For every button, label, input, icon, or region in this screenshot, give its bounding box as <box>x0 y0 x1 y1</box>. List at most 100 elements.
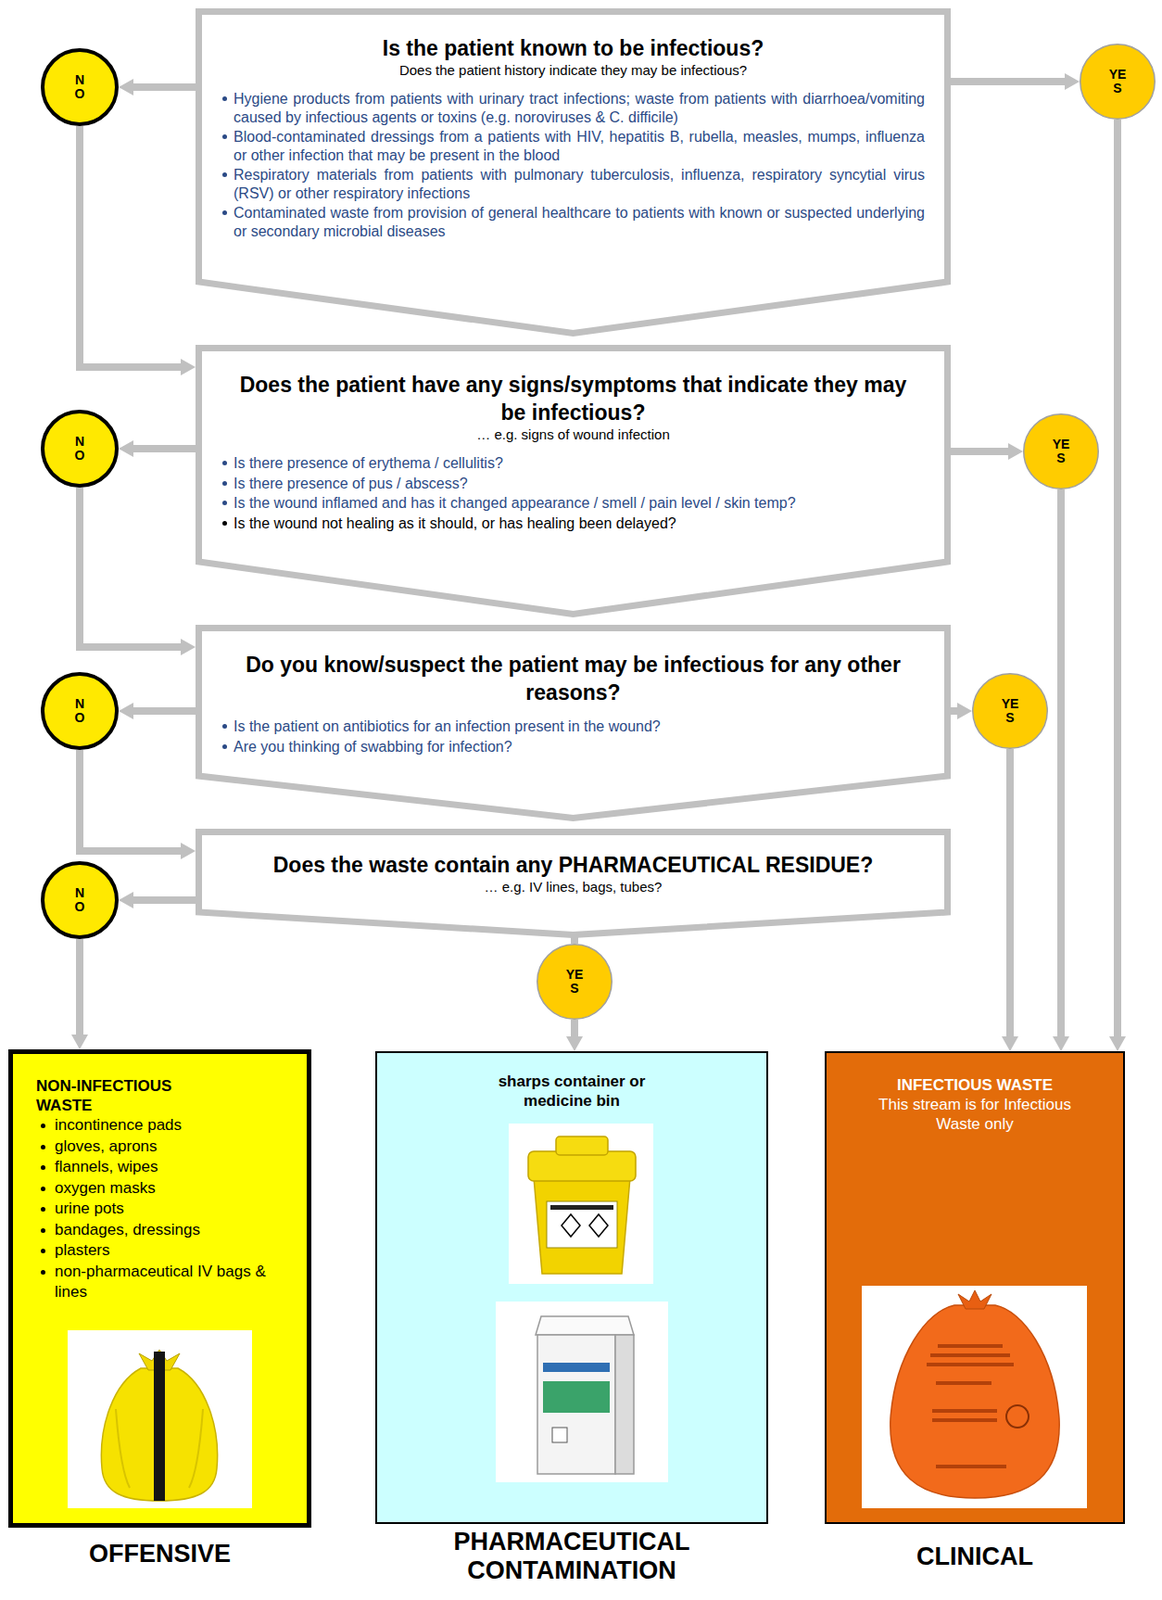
item-list-entry: bandages, dressings <box>36 1219 289 1241</box>
bag-print <box>926 1362 1014 1366</box>
question-hint: … e.g. signs of wound infection <box>208 426 938 443</box>
stream-heading: INFECTIOUS WASTE <box>839 1074 1111 1095</box>
chevron-shape <box>199 628 948 819</box>
question-box: Does the waste contain any PHARMACEUTICA… <box>195 828 951 938</box>
stream-name: CLINICAL <box>826 1541 1124 1571</box>
bag-knot <box>958 1289 992 1309</box>
answer-label: NO <box>74 696 86 725</box>
flow-arrow <box>950 77 1065 86</box>
answer-circle <box>42 862 117 937</box>
flow-arrow <box>75 938 84 1035</box>
stream-heading: NON-INFECTIOUS WASTE <box>36 1075 194 1115</box>
item-list-entry: urine pots <box>36 1198 289 1220</box>
flow-arrow <box>133 83 196 91</box>
bag-knot <box>138 1349 180 1370</box>
bin-lid <box>528 1150 636 1181</box>
check-item: Is the patient on antibiotics for an inf… <box>221 717 925 736</box>
flow-arrow <box>1057 489 1065 1036</box>
no-circle: NO <box>40 860 119 939</box>
item-list-entry: flannels, wipes <box>36 1156 289 1178</box>
bag-body <box>890 1304 1060 1498</box>
picture-ground <box>67 1329 253 1508</box>
label-holder: PHARMACEUTICAL CONTAMINATION <box>377 1527 767 1585</box>
stream-name: OFFENSIVE <box>12 1539 307 1568</box>
flow-arrow <box>950 707 958 715</box>
biohazard-mark <box>1006 1404 1029 1428</box>
picture-ground <box>861 1285 1087 1508</box>
label-holder: CLINICAL <box>826 1541 1124 1571</box>
answer-label: YES <box>1049 437 1073 466</box>
answer-circle <box>1080 44 1156 120</box>
bin-cap <box>555 1136 608 1155</box>
label-band <box>550 1204 614 1210</box>
question-hint: … e.g. IV lines, bags, tubes? <box>208 878 938 896</box>
flow-arrow <box>133 896 196 904</box>
flow-arrow <box>133 707 196 715</box>
orange-bag-picture <box>861 1285 1087 1508</box>
chevron-shape <box>199 348 948 615</box>
bin-lid <box>535 1315 634 1335</box>
bag-body <box>101 1367 217 1501</box>
question-heading: Is the patient known to be infectious? <box>208 34 938 63</box>
item-list-entry: gloves, aprons <box>36 1136 289 1158</box>
bag-print <box>935 1380 992 1385</box>
answer-label: YES <box>563 967 586 996</box>
yes-circle: YES <box>1079 43 1156 120</box>
chevron-shape <box>199 832 948 935</box>
answer-circle <box>42 673 117 748</box>
no-circle: NO <box>40 48 119 127</box>
bin-band <box>543 1362 610 1372</box>
answer-label: YES <box>998 696 1022 725</box>
item-list-entry: incontinence pads <box>36 1114 289 1137</box>
flow-arrow <box>1113 119 1122 1036</box>
flow-arrow <box>950 447 1009 455</box>
label-holder: OFFENSIVE <box>12 1539 307 1568</box>
check-item: Is there presence of erythema / cellulit… <box>221 454 925 473</box>
answer-circle <box>972 673 1049 749</box>
question-hint: Does the patient history indicate they m… <box>208 62 938 79</box>
question-box: Does the patient have any signs/symptoms… <box>195 344 951 618</box>
bin-side <box>615 1334 634 1474</box>
item-list-entry: plasters <box>36 1239 289 1262</box>
no-circle: NO <box>40 409 119 488</box>
check-item: Is there presence of pus / abscess? <box>221 474 925 493</box>
bin-front <box>537 1334 616 1474</box>
yes-circle: YES <box>1023 413 1099 490</box>
answer-circle <box>42 411 117 486</box>
answer-circle <box>1023 414 1099 490</box>
bag-print <box>932 1417 998 1422</box>
bag-stripe <box>153 1351 165 1501</box>
picture-ground <box>495 1300 669 1482</box>
bin-label <box>546 1200 618 1248</box>
item-list-entry: oxygen masks <box>36 1177 289 1200</box>
bag-fold <box>115 1408 130 1488</box>
yes-circle: YES <box>972 672 1049 749</box>
medicine-bin-picture <box>495 1300 669 1482</box>
answer-label: YES <box>1106 67 1129 96</box>
question-heading: Do you know/suspect the patient may be i… <box>208 650 938 707</box>
bag-print <box>937 1343 1003 1348</box>
waste-stream-box: sharps container or medicine binPHARMACE… <box>375 1050 769 1524</box>
question-heading: Does the waste contain any PHARMACEUTICA… <box>208 850 938 879</box>
item-list-entry: non-pharmaceutical IV bags & lines <box>36 1261 289 1303</box>
check-item: Blood-contaminated dressings from a pati… <box>221 127 925 165</box>
hazard-diamond <box>561 1213 581 1237</box>
question-box: Do you know/suspect the patient may be i… <box>195 624 951 821</box>
bag-print <box>930 1352 1011 1357</box>
check-item: Contaminated waste from provision of gen… <box>221 203 925 240</box>
answer-circle <box>537 944 613 1020</box>
stream-heading: sharps container or medicine bin <box>477 1071 668 1111</box>
bin-label <box>543 1380 610 1413</box>
yes-circle: YES <box>536 943 613 1020</box>
check-item: Is the wound inflamed and has it changed… <box>221 493 925 513</box>
flow-arrow <box>79 749 181 851</box>
yellow-bag-picture <box>67 1329 253 1508</box>
flow-arrow <box>133 444 196 453</box>
bag-print <box>935 1464 1007 1468</box>
stream-note: This stream is for Infectious Waste only <box>858 1094 1091 1134</box>
picture-ground <box>508 1123 654 1284</box>
bin-symbol <box>552 1427 568 1442</box>
flow-arrow <box>570 1019 579 1036</box>
flow-arrow <box>79 487 181 647</box>
